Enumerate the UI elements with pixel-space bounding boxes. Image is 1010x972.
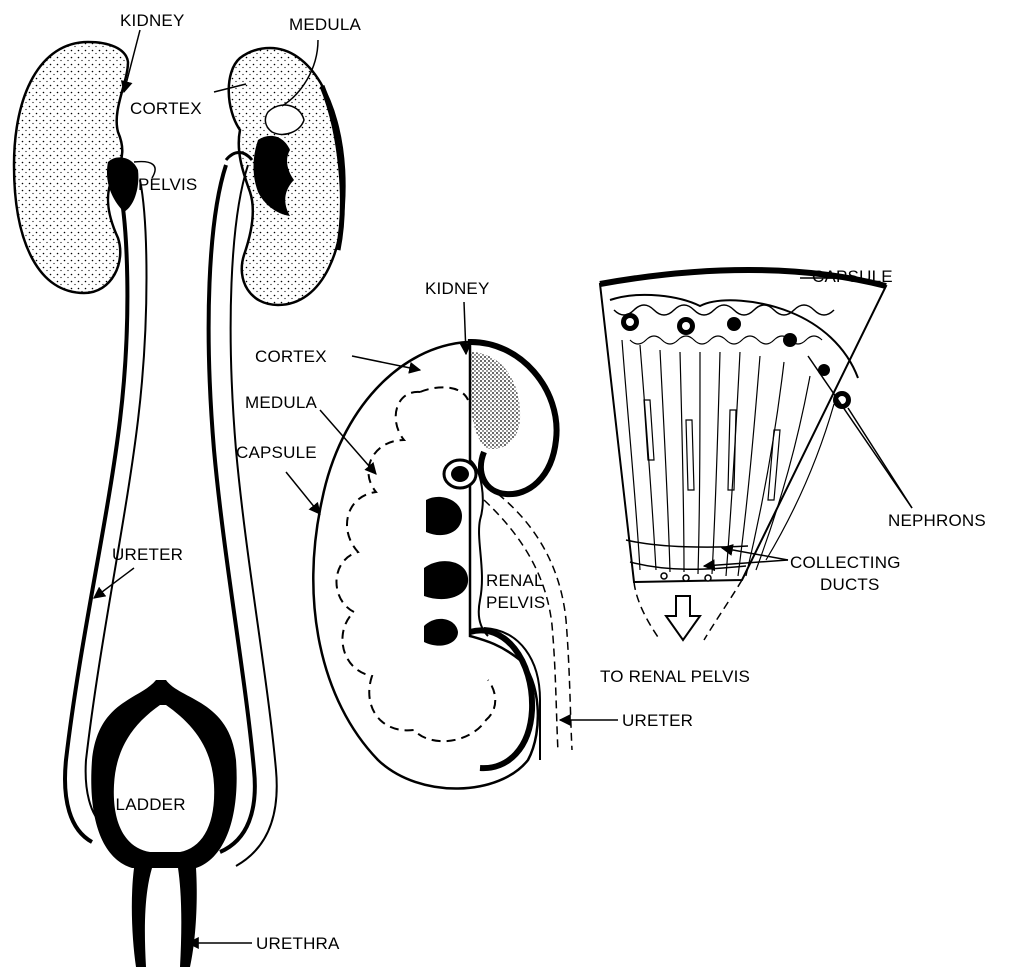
label-bladder: BLADDER bbox=[104, 795, 186, 814]
label-renal: RENAL bbox=[486, 571, 544, 590]
flow-arrow bbox=[666, 596, 700, 640]
label-cortex-top: CORTEX bbox=[130, 99, 202, 118]
label-ureter-left: URETER bbox=[112, 545, 183, 564]
label-pelvis: PELVIS bbox=[138, 175, 197, 194]
label-cortex-section: CORTEX bbox=[255, 347, 327, 366]
label-capsule-wedge: CAPSULE bbox=[812, 267, 893, 286]
label-medula-section: MEDULA bbox=[245, 393, 318, 412]
label-kidney-top: KIDNEY bbox=[120, 11, 185, 30]
label-collecting: COLLECTING bbox=[790, 553, 901, 572]
label-pelvis-section: PELVIS bbox=[486, 593, 545, 612]
urethra bbox=[132, 868, 152, 967]
label-nephrons: NEPHRONS bbox=[888, 511, 986, 530]
urinary-system-overview: KIDNEY MEDULA CORTEX PELVIS URETER BLADD… bbox=[14, 11, 362, 967]
label-capsule-section: CAPSULE bbox=[236, 443, 317, 462]
label-urethra: URETHRA bbox=[256, 934, 340, 953]
label-ducts: DUCTS bbox=[820, 575, 880, 594]
label-to-renal-pelvis: TO RENAL PELVIS bbox=[600, 667, 750, 686]
nephron-wedge: CAPSULE NEPHRONS COLLECTING DUCTS TO REN… bbox=[600, 267, 986, 686]
section-dark-cortex bbox=[470, 352, 520, 449]
label-ureter-section: URETER bbox=[622, 711, 693, 730]
label-kidney-section: KIDNEY bbox=[425, 279, 490, 298]
label-medula-top: MEDULA bbox=[289, 15, 362, 34]
